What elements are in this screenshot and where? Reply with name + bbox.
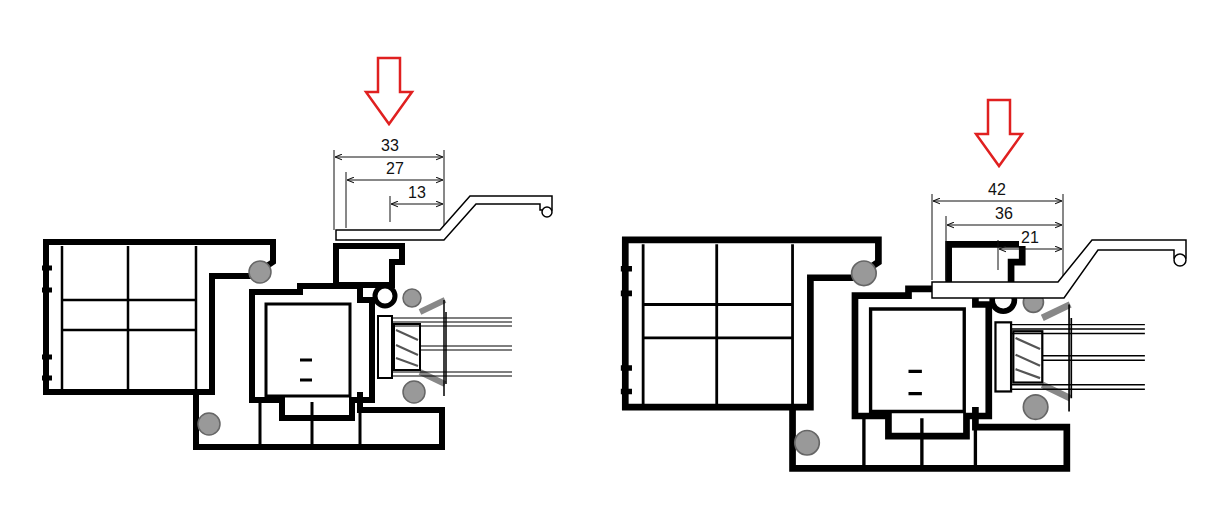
dimension-label: 13	[406, 185, 428, 201]
dimension-label: 27	[384, 161, 406, 177]
dimension-label: 33	[379, 138, 401, 154]
glazing-bead	[336, 196, 552, 240]
dimension-label: 36	[993, 206, 1015, 222]
pointer-arrow	[976, 100, 1022, 166]
dimension-label: 21	[1019, 230, 1041, 246]
dimension-label: 42	[986, 182, 1008, 198]
pointer-arrow	[366, 58, 412, 124]
glazing-bead	[932, 240, 1186, 298]
